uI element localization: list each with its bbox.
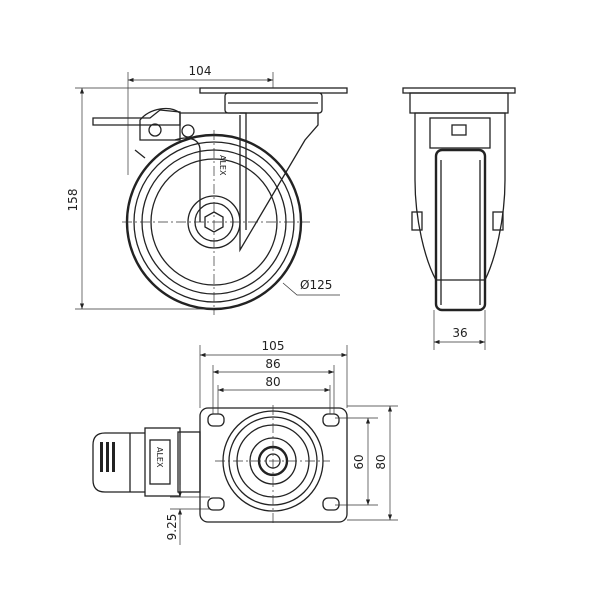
dim-105: 105 [262, 339, 285, 353]
dim-158: 158 [66, 189, 80, 212]
top-view: ALEX 105 86 80 60 80 9.25 [92, 339, 398, 545]
side-view: 36 [402, 87, 516, 350]
dim-9-25: 9.25 [165, 514, 179, 541]
dim-80-horizontal: 80 [265, 375, 280, 389]
dim-60: 60 [352, 454, 366, 469]
front-brand-label: ALEX [218, 155, 227, 176]
dim-80-vertical: 80 [374, 454, 388, 469]
dim-86: 86 [265, 357, 280, 371]
dim-104: 104 [189, 64, 212, 78]
front-view: ALEX 104 158 Ø125 [66, 64, 348, 315]
dim-diameter: Ø125 [300, 278, 332, 292]
dim-36: 36 [452, 326, 467, 340]
top-brand-label: ALEX [155, 447, 164, 468]
